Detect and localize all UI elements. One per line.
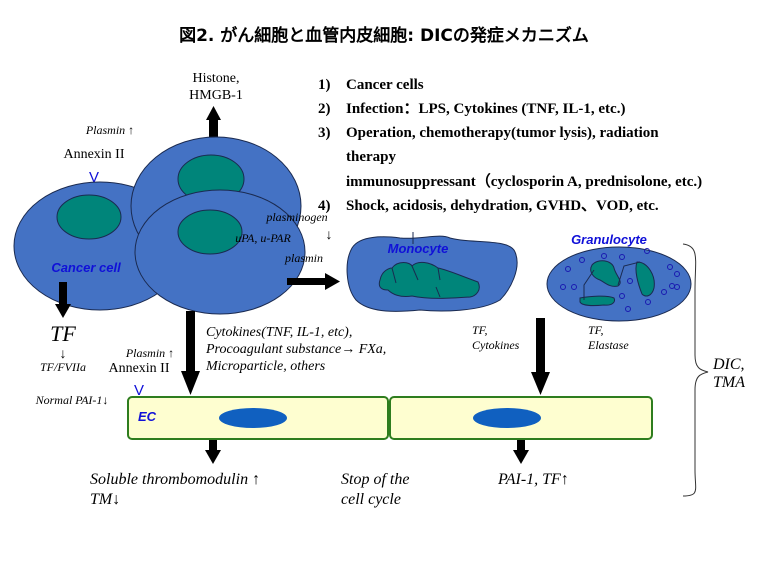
arrow-cancer-to-tf (55, 282, 71, 318)
annexin-top-label: Annexin II (63, 147, 124, 162)
cause-4-number: 4) (318, 198, 331, 214)
cause-4-text: Shock, acidosis, dehydration, GVHD、VOD, … (346, 198, 659, 214)
monocyte-cytokines-label: Cytokines (472, 338, 520, 352)
soluble-thrombomodulin-label: Soluble thrombomodulin ↑ (90, 471, 260, 488)
tm-down-label: TM↓ (90, 491, 120, 508)
histone-label: Histone, (192, 71, 239, 86)
cause-1-text: Cancer cells (346, 77, 424, 93)
cause-3-text: Operation, chemotherapy(tumor lysis), ra… (346, 125, 659, 141)
stop-cell-cycle-label-2: cell cycle (341, 491, 401, 508)
nucleus (56, 194, 122, 240)
granulocyte-label: Granulocyte (571, 232, 647, 247)
monocyte-nucleus (378, 261, 480, 299)
ec-label: EC (138, 409, 157, 424)
cytokines-label-1: Cytokines(TNF, IL-1, etc), (206, 325, 352, 340)
tf-fviia-label: TF/FVIIa (40, 360, 86, 374)
figure-title: 図2. がん細胞と血管内皮細胞: DICの発症メカニズム (179, 25, 589, 46)
ec-nucleus (473, 408, 541, 428)
hmgb1-label: HMGB-1 (189, 88, 243, 103)
histone-arrow (206, 106, 221, 138)
arrow-ec-left-down (205, 440, 221, 464)
stop-cell-cycle-label-1: Stop of the (341, 471, 409, 488)
monocyte-label: Monocyte (388, 241, 449, 256)
upa-label: uPA, u-PAR (235, 231, 291, 245)
pai1-tf-label: PAI-1, TF↑ (497, 471, 569, 488)
monocyte-tf-label: TF, (472, 323, 487, 337)
cancer-cell-front (134, 189, 306, 315)
monocyte (346, 232, 518, 312)
tma-label: TMA (713, 374, 745, 391)
arrow-monocyte-to-ec (531, 318, 550, 395)
arrow-ec-right-down (513, 440, 529, 464)
cause-3-cont-1: therapy (346, 149, 396, 165)
endothelial-cell-left (127, 396, 389, 440)
cause-list: 1) Cancer cells 2) Infection：LPS, Cytoki… (318, 77, 702, 214)
cause-3-cont-2: immunosuppressant（cyclosporin A, prednis… (346, 172, 702, 190)
normal-pai1-label: Normal PAI-1↓ (35, 393, 109, 407)
annexin-mid-label: Annexin II (108, 361, 169, 376)
granulocyte-tf-label: TF, (588, 323, 603, 337)
granules (560, 248, 680, 312)
granulocyte-elastase-label: Elastase (587, 338, 629, 352)
cause-2-text: Infection：LPS, Cytokines (TNF, IL-1, etc… (346, 101, 625, 117)
ec-nucleus (219, 408, 287, 428)
annexin-receptor-mid-icon: V (134, 382, 144, 399)
cause-3-number: 3) (318, 125, 331, 141)
cause-1-number: 1) (318, 77, 331, 93)
tf-label: TF (50, 321, 76, 346)
plasmin-label: plasmin (284, 251, 323, 265)
cytokines-label-3: Microparticle, others (205, 359, 326, 374)
cancer-cell-label: Cancer cell (51, 260, 121, 275)
arrow-cancer-to-ec (181, 311, 200, 395)
endothelial-cell-right (389, 396, 653, 440)
dic-label: DIC, (712, 356, 745, 373)
nucleus (177, 209, 243, 255)
cytokines-label-2: Procoagulant substance→ FXa, (205, 342, 386, 357)
cause-2-number: 2) (318, 101, 331, 117)
plasmin-mid-label: Plasmin ↑ (125, 346, 174, 360)
plasminogen-arrow-icon: ↓ (326, 228, 333, 243)
plasmin-top-label: Plasmin ↑ (85, 123, 134, 137)
tf-arrow-icon: ↓ (60, 347, 67, 362)
arrow-to-monocyte (287, 273, 340, 290)
dic-brace (682, 243, 709, 497)
granulocyte (546, 246, 692, 322)
plasminogen-label: plasminogen (265, 210, 327, 224)
annexin-receptor-top-icon: V (89, 169, 99, 186)
